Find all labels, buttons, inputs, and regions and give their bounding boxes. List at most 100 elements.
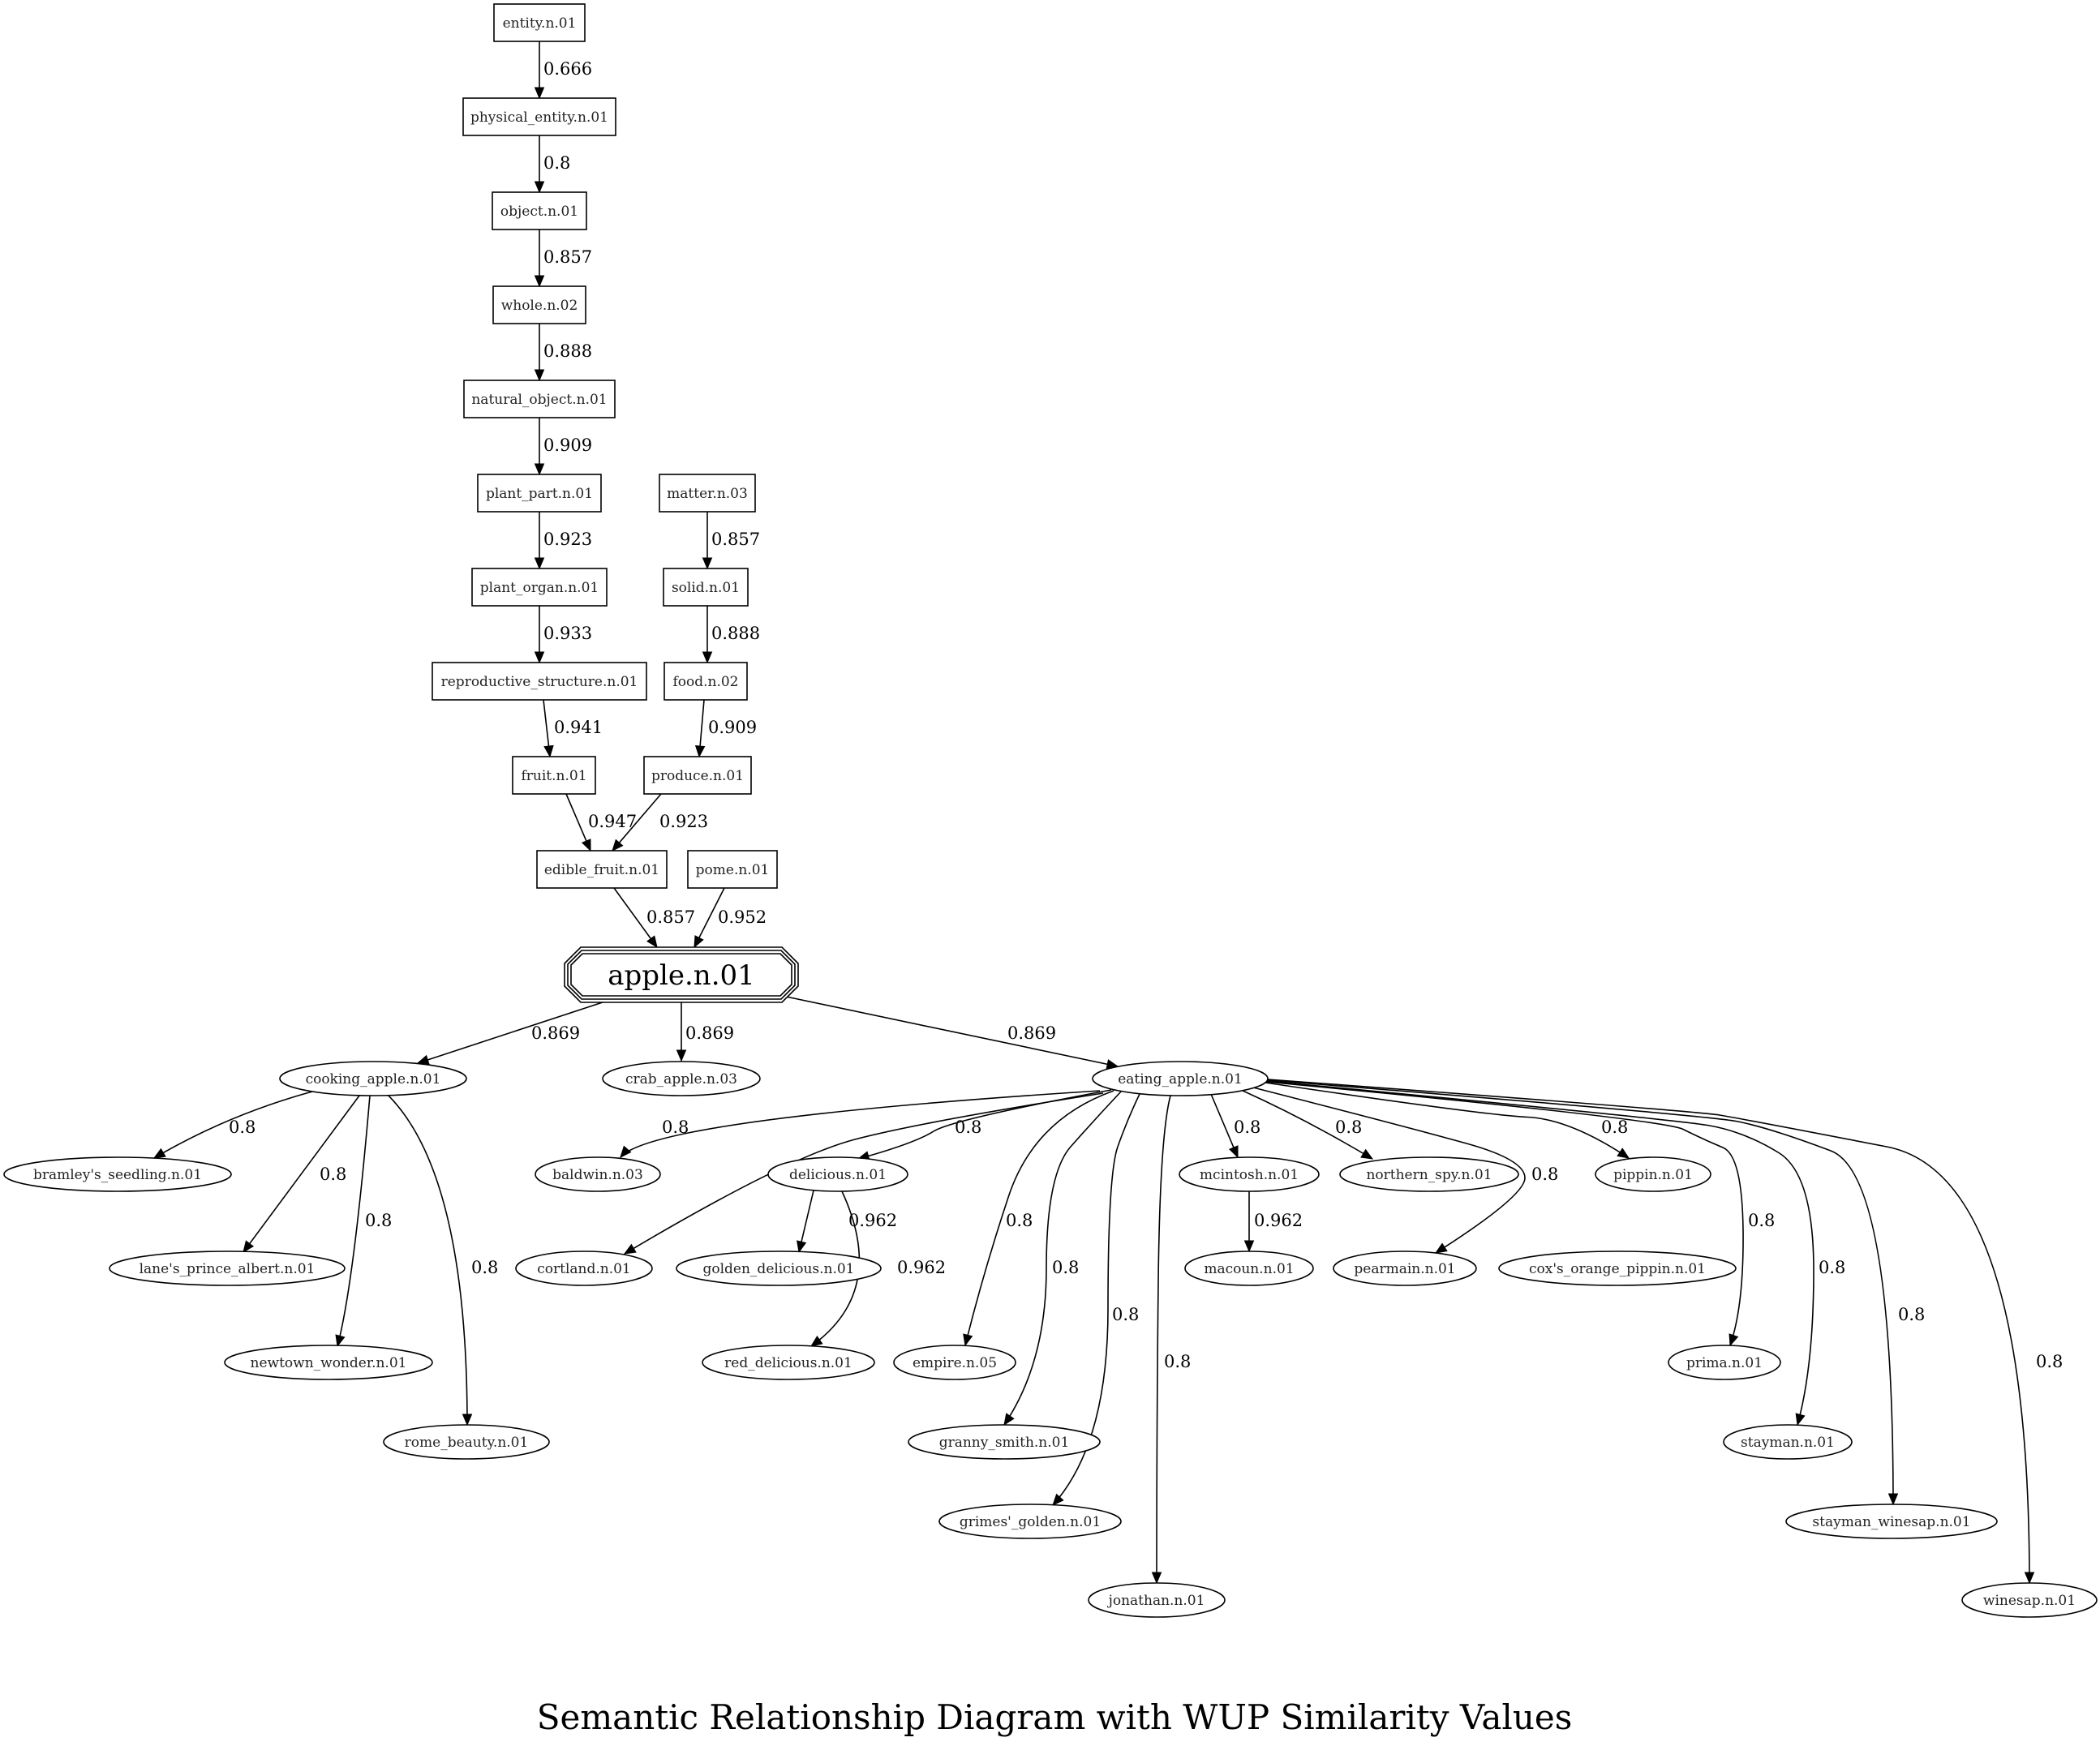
node-stayman: stayman.n.01 (1723, 1424, 1853, 1460)
edge-eating_apple-to-granny_smith: 0.8 (1003, 1091, 1122, 1426)
node-label: lane's_prince_albert.n.01 (140, 1261, 316, 1277)
edge-weight-label: 0.962 (848, 1211, 897, 1230)
arrowhead (612, 839, 624, 852)
arrowhead (1617, 1148, 1630, 1159)
edge-entity-to-physical_entity: 0.666 (534, 41, 592, 100)
edge-edible_fruit-to-apple: 0.857 (613, 887, 695, 949)
node-ellipse (1333, 1251, 1477, 1286)
node-label: baldwin.n.03 (552, 1167, 643, 1183)
node-label: mcintosh.n.01 (1200, 1167, 1299, 1183)
node-edible-fruit: edible_fruit.n.01 (536, 850, 668, 889)
edge-eating_apple-to-delicious: 0.8 (857, 1089, 1112, 1161)
edge-apple-to-eating_apple: 0.869 (774, 993, 1119, 1070)
node-ellipse (383, 1424, 550, 1460)
node-label: whole.n.02 (501, 298, 578, 314)
node-box (471, 568, 608, 607)
arrowhead (694, 745, 706, 758)
node-label: jonathan.n.01 (1107, 1593, 1205, 1609)
arrowhead (1243, 1240, 1255, 1253)
node-baldwin: baldwin.n.03 (535, 1156, 661, 1192)
arrowhead (620, 1145, 632, 1158)
node-label: eating_apple.n.01 (1118, 1071, 1243, 1087)
arrowhead (1434, 1242, 1448, 1254)
edge-weight-label: 0.8 (543, 153, 570, 173)
node-label: fruit.n.01 (521, 768, 586, 784)
node-box (432, 662, 647, 701)
node-object: object.n.01 (492, 191, 587, 230)
edge-solid-to-food: 0.888 (702, 606, 760, 664)
arrowhead (1795, 1413, 1806, 1426)
node-label: edible_fruit.n.01 (544, 862, 659, 878)
node-entity: entity.n.01 (493, 3, 586, 42)
node-label: rome_beauty.n.01 (405, 1435, 529, 1451)
node-label: macoun.n.01 (1204, 1261, 1294, 1277)
node-solid: solid.n.01 (663, 568, 749, 607)
node-mcintosh: mcintosh.n.01 (1179, 1156, 1320, 1192)
arrowhead (543, 744, 554, 758)
edge-weight-label: 0.962 (1254, 1211, 1303, 1230)
edge-mcintosh-to-macoun: 0.962 (1243, 1191, 1303, 1253)
arrowhead (534, 87, 545, 100)
edge-line (612, 793, 662, 852)
node-label: golden_delicious.n.01 (702, 1261, 854, 1277)
edge-eating_apple-to-stayman_winesap: 0.8 (1267, 1079, 1925, 1506)
node-box (663, 662, 748, 701)
node-label: crab_apple.n.03 (625, 1071, 737, 1087)
arrowhead (462, 1414, 473, 1426)
node-prima: prima.n.01 (1668, 1345, 1781, 1380)
edge-eating_apple-to-empire: 0.8 (963, 1090, 1114, 1347)
node-label: cortland.n.01 (537, 1261, 631, 1277)
edge-apple-to-cooking_apple: 0.869 (416, 998, 613, 1065)
node-cooking-apple: cooking_apple.n.01 (279, 1061, 467, 1096)
edge-weight-label: 0.962 (897, 1258, 946, 1277)
node-grimes-golden: grimes'_golden.n.01 (938, 1504, 1122, 1539)
node-stayman-winesap: stayman_winesap.n.01 (1785, 1504, 1998, 1539)
arrowhead (534, 275, 545, 288)
node-ellipse (1184, 1251, 1314, 1286)
arrowhead (534, 463, 545, 476)
edge-weight-label: 0.888 (711, 624, 760, 643)
arrowhead (1360, 1148, 1374, 1160)
node-red-delicious: red_delicious.n.01 (702, 1345, 875, 1380)
node-label: reproductive_structure.n.01 (441, 674, 638, 690)
node-box (492, 285, 586, 324)
edge-weight-label: 0.8 (2036, 1352, 2063, 1371)
diagram-title: Semantic Relationship Diagram with WUP S… (537, 1697, 1573, 1737)
node-label: newtown_wonder.n.01 (251, 1355, 407, 1371)
edge-weight-label: 0.8 (1006, 1211, 1033, 1230)
node-ellipse (1785, 1504, 1998, 1539)
node-plant-part: plant_part.n.01 (477, 474, 602, 513)
node-ellipse (3, 1156, 232, 1192)
edge-eating_apple-to-jonathan: 0.8 (1151, 1095, 1191, 1585)
node-label: delicious.n.01 (789, 1167, 887, 1183)
node-eating-apple: eating_apple.n.01 (1092, 1061, 1269, 1096)
edge-line (1265, 1081, 1744, 1346)
edge-physical_entity-to-object: 0.8 (534, 135, 570, 194)
edge-eating_apple-to-winesap: 0.8 (1267, 1079, 2063, 1585)
node-pearmain: pearmain.n.01 (1333, 1251, 1477, 1286)
edge-line (1240, 1089, 1373, 1160)
node-label: physical_entity.n.01 (470, 109, 608, 126)
edge-food-to-produce: 0.909 (694, 699, 757, 758)
node-label: granny_smith.n.01 (939, 1435, 1070, 1451)
edge-weight-label: 0.869 (531, 1023, 580, 1043)
arrowhead (416, 1054, 430, 1065)
node-plant-organ: plant_organ.n.01 (471, 568, 608, 607)
edge-natural_object-to-plant_part: 0.909 (534, 418, 592, 476)
node-newtown-wonder: newtown_wonder.n.01 (224, 1345, 433, 1380)
edge-line (1267, 1079, 1894, 1505)
edge-line (694, 887, 725, 948)
edge-delicious-to-golden_delicious: 0.962 (797, 1190, 897, 1254)
edge-line (774, 993, 1119, 1067)
node-pome: pome.n.01 (687, 850, 778, 889)
arrowhead (1003, 1413, 1015, 1426)
edge-weight-label: 0.8 (1898, 1305, 1925, 1324)
edge-cooking_apple-to-rome_beauty: 0.8 (387, 1094, 498, 1426)
edge-eating_apple-to-pippin: 0.8 (1265, 1082, 1630, 1159)
edge-line (810, 1190, 861, 1347)
edge-cooking_apple-to-newtown_wonder: 0.8 (335, 1095, 392, 1348)
node-macoun: macoun.n.01 (1184, 1251, 1314, 1286)
node-box (462, 97, 616, 136)
node-label: pippin.n.01 (1613, 1167, 1693, 1183)
arrowhead (534, 651, 545, 664)
